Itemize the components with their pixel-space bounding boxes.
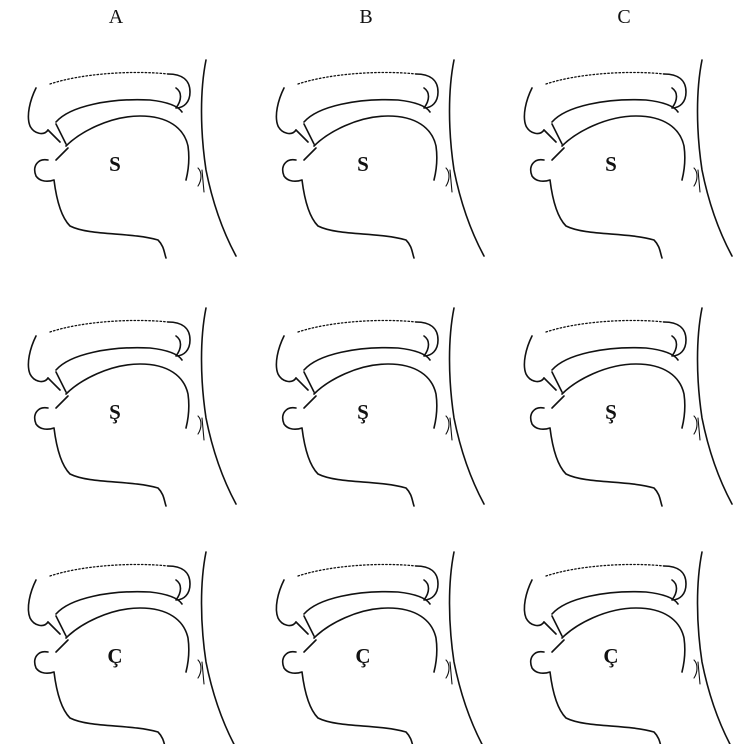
pharyngeal-wall bbox=[450, 60, 485, 256]
palate-outline bbox=[546, 320, 664, 332]
epiglottis bbox=[446, 416, 452, 440]
pharyngeal-wall bbox=[698, 552, 733, 744]
phoneme-label: S bbox=[348, 152, 378, 177]
vocal-tract-drawing bbox=[496, 268, 742, 516]
pharyngeal-wall bbox=[450, 308, 485, 504]
vocal-tract-drawing bbox=[496, 20, 742, 268]
epiglottis bbox=[694, 416, 700, 440]
upper-incisor bbox=[296, 616, 314, 636]
palate-outline bbox=[50, 564, 168, 576]
epiglottis bbox=[694, 660, 700, 684]
vocal-tract-drawing bbox=[248, 268, 494, 516]
palate-outline bbox=[50, 72, 168, 84]
palate-outline bbox=[298, 320, 416, 332]
lower-incisor bbox=[56, 640, 68, 652]
lower-incisor bbox=[56, 396, 68, 408]
pharyngeal-wall bbox=[202, 60, 237, 256]
upper-incisor bbox=[48, 124, 66, 144]
upper-incisor bbox=[544, 372, 562, 392]
lower-incisor bbox=[304, 148, 316, 160]
velum bbox=[664, 566, 686, 600]
velum bbox=[664, 322, 686, 356]
upper-lip bbox=[28, 88, 48, 133]
vocal-tract-drawing bbox=[248, 20, 494, 268]
palate-outline bbox=[50, 320, 168, 332]
upper-incisor bbox=[48, 372, 66, 392]
upper-lip bbox=[276, 580, 296, 625]
phoneme-label: Ş bbox=[596, 400, 626, 425]
panel-row3-col1: Ç bbox=[0, 512, 246, 744]
palate-outline bbox=[546, 564, 664, 576]
upper-lip bbox=[28, 580, 48, 625]
velum bbox=[664, 74, 686, 108]
upper-lip bbox=[276, 88, 296, 133]
lower-incisor bbox=[56, 148, 68, 160]
upper-lip bbox=[28, 336, 48, 381]
velum bbox=[416, 322, 438, 356]
vocal-tract-drawing bbox=[0, 20, 246, 268]
phoneme-label: Ş bbox=[100, 400, 130, 425]
velum bbox=[416, 566, 438, 600]
upper-lip bbox=[524, 336, 544, 381]
panel-row3-col2: Ç bbox=[248, 512, 494, 744]
palate-outline bbox=[298, 72, 416, 84]
panel-row1-col2: S bbox=[248, 20, 494, 268]
phoneme-label: S bbox=[100, 152, 130, 177]
pharyngeal-wall bbox=[202, 552, 237, 744]
panel-row2-col2: Ş bbox=[248, 268, 494, 516]
vocal-tract-drawing bbox=[496, 512, 742, 744]
epiglottis bbox=[198, 660, 204, 684]
lower-incisor bbox=[552, 148, 564, 160]
phoneme-label: Ç bbox=[596, 644, 626, 669]
epiglottis bbox=[694, 168, 700, 192]
vocal-tract-drawing bbox=[248, 512, 494, 744]
phoneme-label: Ç bbox=[348, 644, 378, 669]
vocal-tract-drawing bbox=[0, 268, 246, 516]
panel-row3-col3: Ç bbox=[496, 512, 742, 744]
epiglottis bbox=[198, 416, 204, 440]
velum bbox=[168, 566, 190, 600]
lower-incisor bbox=[552, 640, 564, 652]
velum bbox=[168, 74, 190, 108]
panel-row1-col3: S bbox=[496, 20, 742, 268]
vocal-tract-drawing bbox=[0, 512, 246, 744]
lower-incisor bbox=[304, 396, 316, 408]
velum bbox=[168, 322, 190, 356]
pharyngeal-wall bbox=[698, 308, 733, 504]
upper-lip bbox=[524, 580, 544, 625]
upper-incisor bbox=[544, 616, 562, 636]
palate-outline bbox=[546, 72, 664, 84]
upper-lip bbox=[276, 336, 296, 381]
phoneme-label: Ş bbox=[348, 400, 378, 425]
upper-incisor bbox=[296, 124, 314, 144]
pharyngeal-wall bbox=[202, 308, 237, 504]
pharyngeal-wall bbox=[450, 552, 485, 744]
epiglottis bbox=[446, 168, 452, 192]
upper-incisor bbox=[296, 372, 314, 392]
panel-row2-col3: Ş bbox=[496, 268, 742, 516]
lower-incisor bbox=[304, 640, 316, 652]
phoneme-label: S bbox=[596, 152, 626, 177]
velum bbox=[416, 74, 438, 108]
upper-incisor bbox=[48, 616, 66, 636]
upper-incisor bbox=[544, 124, 562, 144]
phoneme-label: Ç bbox=[100, 644, 130, 669]
epiglottis bbox=[198, 168, 204, 192]
epiglottis bbox=[446, 660, 452, 684]
panel-row1-col1: S bbox=[0, 20, 246, 268]
upper-lip bbox=[524, 88, 544, 133]
panel-row2-col1: Ş bbox=[0, 268, 246, 516]
lower-incisor bbox=[552, 396, 564, 408]
pharyngeal-wall bbox=[698, 60, 733, 256]
palate-outline bbox=[298, 564, 416, 576]
